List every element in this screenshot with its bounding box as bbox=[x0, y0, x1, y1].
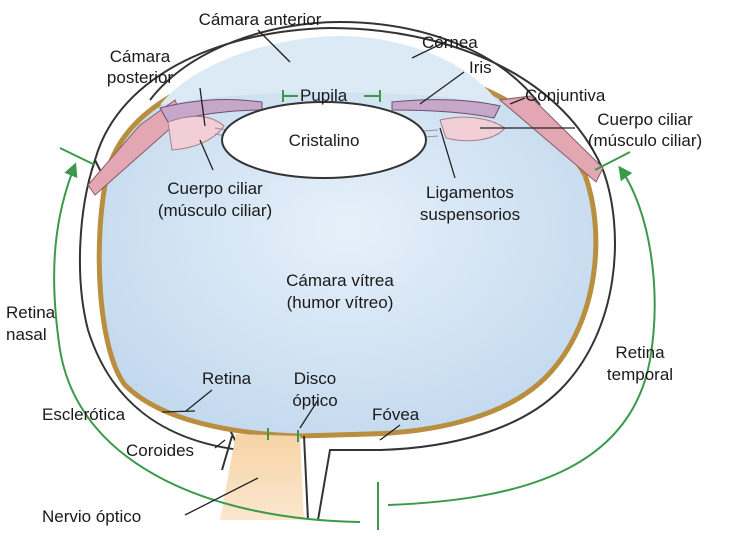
label-ligamentos-2: suspensorios bbox=[400, 204, 540, 225]
label-cornea: Córnea bbox=[422, 32, 478, 53]
label-camara-anterior: Cámara anterior bbox=[165, 9, 355, 30]
label-conjuntiva: Conjuntiva bbox=[525, 85, 605, 106]
label-coroides: Coroides bbox=[126, 440, 194, 461]
label-esclerotica: Esclerótica bbox=[42, 404, 125, 425]
label-pupila: Pupila bbox=[300, 85, 347, 106]
label-ligamentos-1: Ligamentos bbox=[400, 182, 540, 203]
label-retina: Retina bbox=[202, 368, 251, 389]
temporal-bar bbox=[595, 152, 630, 170]
label-disco-2: óptico bbox=[280, 390, 350, 411]
label-camara-posterior-2: posterior bbox=[90, 67, 190, 88]
label-nervio-optico: Nervio óptico bbox=[42, 506, 141, 527]
label-cuerpo-ciliar-left-1: Cuerpo ciliar bbox=[135, 178, 295, 199]
label-cuerpo-ciliar-right-2: (músculo ciliar) bbox=[565, 130, 725, 151]
label-camara-vitrea-2: (humor vítreo) bbox=[255, 292, 425, 313]
nasal-bar bbox=[60, 148, 95, 165]
label-retina-temporal-2: temporal bbox=[585, 364, 695, 385]
label-iris: Iris bbox=[469, 57, 492, 78]
label-cristalino: Cristalino bbox=[264, 130, 384, 151]
label-retina-nasal-2: nasal bbox=[6, 324, 47, 345]
label-fovea: Fóvea bbox=[372, 404, 419, 425]
label-cuerpo-ciliar-left-2: (músculo ciliar) bbox=[135, 200, 295, 221]
label-retina-temporal-1: Retina bbox=[585, 342, 695, 363]
label-retina-nasal-1: Retina bbox=[6, 302, 55, 323]
label-cuerpo-ciliar-right-1: Cuerpo ciliar bbox=[565, 109, 725, 130]
label-camara-vitrea-1: Cámara vítrea bbox=[255, 270, 425, 291]
label-camara-posterior-1: Cámara bbox=[90, 46, 190, 67]
label-disco-1: Disco bbox=[280, 368, 350, 389]
